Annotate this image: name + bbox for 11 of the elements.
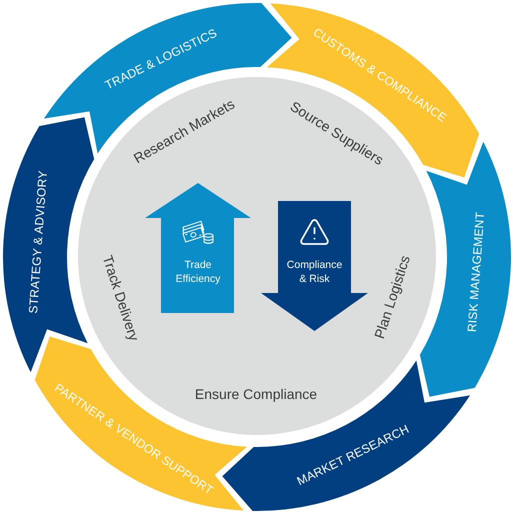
segment-label: STRATEGY & ADVISORY: [26, 170, 50, 314]
arrow-segment: [419, 141, 511, 397]
arrow-label: Compliance & Risk: [286, 258, 344, 286]
arrow-label: Trade Efficiency: [174, 258, 222, 286]
step-label: Ensure Compliance: [194, 386, 318, 402]
arrow-segment: [266, 3, 480, 178]
step-label: Track Delivery: [100, 253, 142, 343]
arrow-segment: [3, 117, 95, 373]
segment-label: RISK MANAGEMENT: [465, 212, 488, 333]
down-arrow: [261, 201, 368, 331]
up-arrow: [145, 183, 251, 313]
